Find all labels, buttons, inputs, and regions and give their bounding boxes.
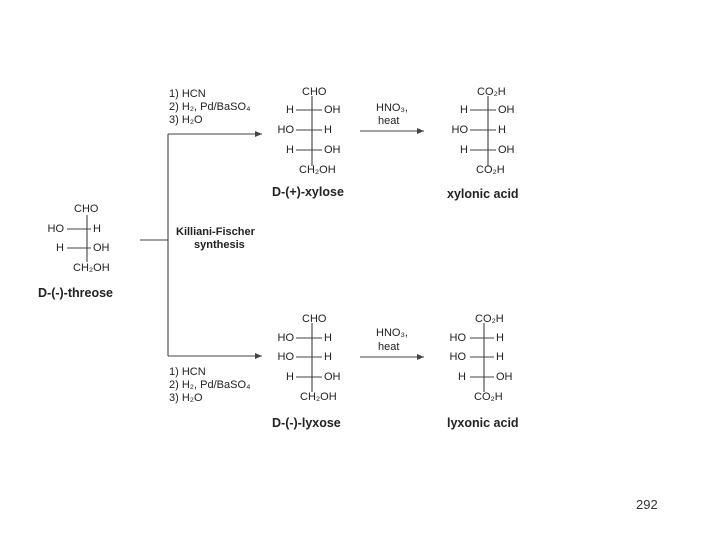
xylose-name: D-(+)-xylose — [272, 185, 344, 199]
lyxose-row1-left: HO — [277, 332, 295, 344]
xylonic-bottom-group: CO₂H — [476, 164, 505, 176]
xylose-row2-left: HO — [277, 124, 295, 136]
lower-reagent-3: 3) H₂O — [169, 392, 203, 404]
threose-top-group: CHO — [74, 203, 99, 215]
threose-name: D-(-)-threose — [38, 286, 113, 300]
lyxonic-row2-right: H — [496, 351, 504, 363]
threose-row2-left: H — [56, 242, 64, 254]
lyxose-row2-left: HO — [277, 351, 295, 363]
lyxose-top-group: CHO — [302, 313, 327, 325]
xylonic-row3-right: OH — [498, 144, 515, 156]
lower-oxidation-line1: HNO₃, — [376, 327, 408, 339]
lyxose-bottom-group: CH₂OH — [300, 391, 337, 403]
lower-oxidation-line2: heat — [378, 341, 400, 353]
lower-reagent-2: 2) H₂, Pd/BaSO₄ — [169, 379, 251, 391]
threose-bottom-group: CH₂OH — [73, 262, 110, 274]
xylose-bottom-group: CH₂OH — [299, 164, 336, 176]
threose-row1-right: H — [93, 223, 101, 235]
upper-reagent-1: 1) HCN — [169, 88, 206, 100]
xylonic-row1-right: OH — [498, 104, 515, 116]
lyxose-row2-right: H — [324, 351, 332, 363]
lyxonic-row3-left: H — [458, 371, 466, 383]
xylose-row2-right: H — [324, 124, 332, 136]
xylonic-row2-right: H — [498, 124, 506, 136]
lyxose-row3-left: H — [286, 371, 294, 383]
lower-reagent-1: 1) HCN — [169, 366, 206, 378]
lyxonic-acid-name: lyxonic acid — [447, 416, 519, 430]
threose-row2-right: OH — [93, 242, 110, 254]
synthesis-label-line2: synthesis — [194, 239, 245, 251]
lyxonic-row1-right: H — [496, 332, 504, 344]
lyxose-row3-right: OH — [324, 371, 341, 383]
xylonic-acid-name: xylonic acid — [447, 187, 519, 201]
xylonic-row1-left: H — [460, 104, 468, 116]
synthesis-label-line1: Killiani-Fischer — [176, 226, 255, 238]
lyxonic-row3-right: OH — [496, 371, 513, 383]
xylonic-top-group: CO₂H — [477, 86, 506, 98]
threose-row1-left: HO — [47, 223, 65, 235]
upper-oxidation-line2: heat — [378, 115, 400, 127]
xylose-row3-left: H — [286, 144, 294, 156]
xylose-row1-right: OH — [324, 104, 341, 116]
xylose-row1-left: H — [286, 104, 294, 116]
xylonic-row3-left: H — [460, 144, 468, 156]
xylonic-row2-left: HO — [451, 124, 469, 136]
lyxose-row1-right: H — [324, 332, 332, 344]
upper-reagent-3: 3) H₂O — [169, 114, 203, 126]
upper-reagent-2: 2) H₂, Pd/BaSO₄ — [169, 101, 251, 113]
xylose-top-group: CHO — [302, 86, 327, 98]
upper-oxidation-line1: HNO₃, — [376, 102, 408, 114]
lyxonic-top-group: CO₂H — [475, 313, 504, 325]
xylose-row3-right: OH — [324, 144, 341, 156]
lyxonic-row2-left: HO — [449, 351, 467, 363]
lyxose-name: D-(-)-lyxose — [272, 416, 341, 430]
page-number: 292 — [636, 497, 658, 512]
lyxonic-row1-left: HO — [449, 332, 467, 344]
lyxonic-bottom-group: CO₂H — [474, 391, 503, 403]
